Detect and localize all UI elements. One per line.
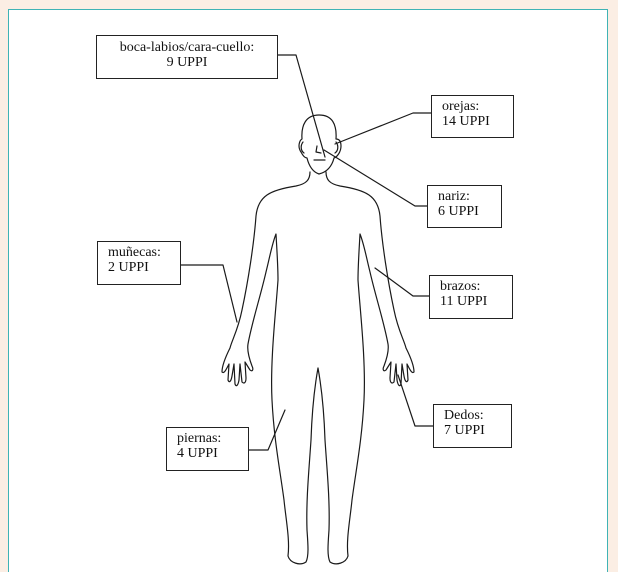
label-piernas-region: piernas: [177,431,242,446]
label-piernas: piernas: 4 UPPI [166,427,249,471]
label-nariz-region: nariz: [438,189,495,204]
label-piernas-value: 4 UPPI [177,446,242,461]
label-munecas: muñecas: 2 UPPI [97,241,181,285]
nose-mark [316,146,321,153]
body-outline [222,172,414,564]
label-orejas: orejas: 14 UPPI [431,95,514,138]
label-munecas-region: muñecas: [108,245,174,260]
label-brazos-region: brazos: [440,279,506,294]
label-boca-region: boca-labios/cara-cuello: [103,40,271,55]
label-orejas-region: orejas: [442,99,507,114]
leader-dedos [398,375,433,426]
label-boca-value: 9 UPPI [103,55,271,70]
label-nariz: nariz: 6 UPPI [427,185,502,228]
label-dedos: Dedos: 7 UPPI [433,404,512,448]
leader-brazos [375,268,429,296]
label-brazos: brazos: 11 UPPI [429,275,513,319]
label-orejas-value: 14 UPPI [442,114,507,129]
leader-boca [278,55,325,157]
leader-orejas [335,113,431,144]
label-boca-cuello: boca-labios/cara-cuello: 9 UPPI [96,35,278,79]
leader-nariz [324,150,427,206]
label-munecas-value: 2 UPPI [108,260,174,275]
label-dedos-value: 7 UPPI [444,423,505,438]
label-brazos-value: 11 UPPI [440,294,506,309]
label-nariz-value: 6 UPPI [438,204,495,219]
leader-munecas [181,265,237,322]
leader-piernas [249,410,285,450]
label-dedos-region: Dedos: [444,408,505,423]
ear-left [301,142,304,153]
